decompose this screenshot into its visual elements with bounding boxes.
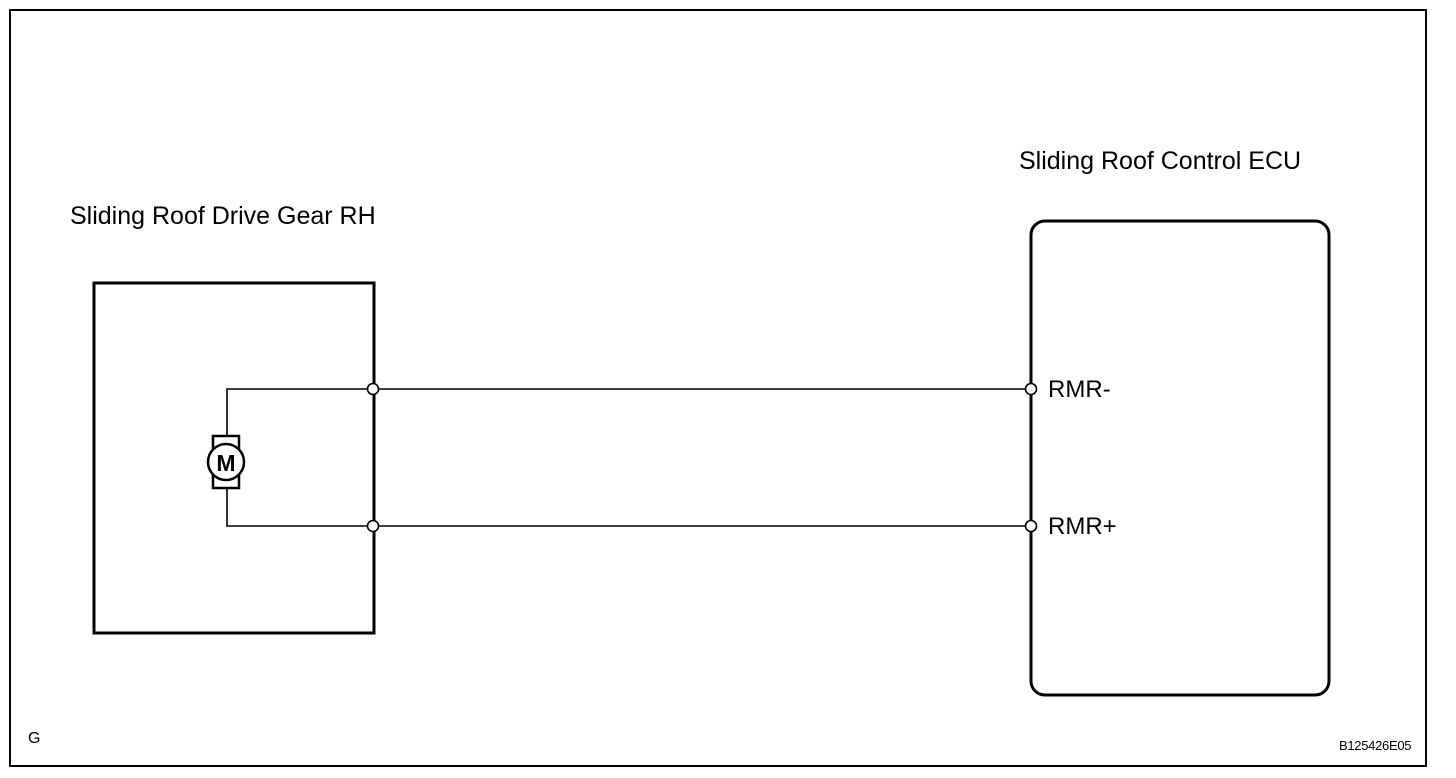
motor-lead-bottom — [226, 488, 373, 527]
terminal-ecu-rmr-minus — [1024, 382, 1038, 396]
terminal-ecu-rmr-plus — [1024, 519, 1038, 533]
terminal-gear-bottom — [366, 519, 380, 533]
corner-mark: G — [28, 730, 41, 747]
terminal-gear-top — [366, 382, 380, 396]
ecu-box — [1029, 219, 1331, 697]
motor-lead-top — [226, 388, 373, 436]
pin-label-rmr-minus: RMR- — [1048, 376, 1111, 403]
motor-symbol-text: M — [216, 450, 235, 476]
figure-code: B125426E05 — [1339, 738, 1412, 753]
motor-icon: M — [206, 434, 246, 490]
drive-gear-box — [92, 281, 376, 635]
pin-label-rmr-plus: RMR+ — [1048, 513, 1117, 540]
ecu-title: Sliding Roof Control ECU — [1019, 147, 1302, 175]
drive-gear-title: Sliding Roof Drive Gear RH — [70, 202, 376, 230]
diagram-frame — [9, 9, 1427, 767]
